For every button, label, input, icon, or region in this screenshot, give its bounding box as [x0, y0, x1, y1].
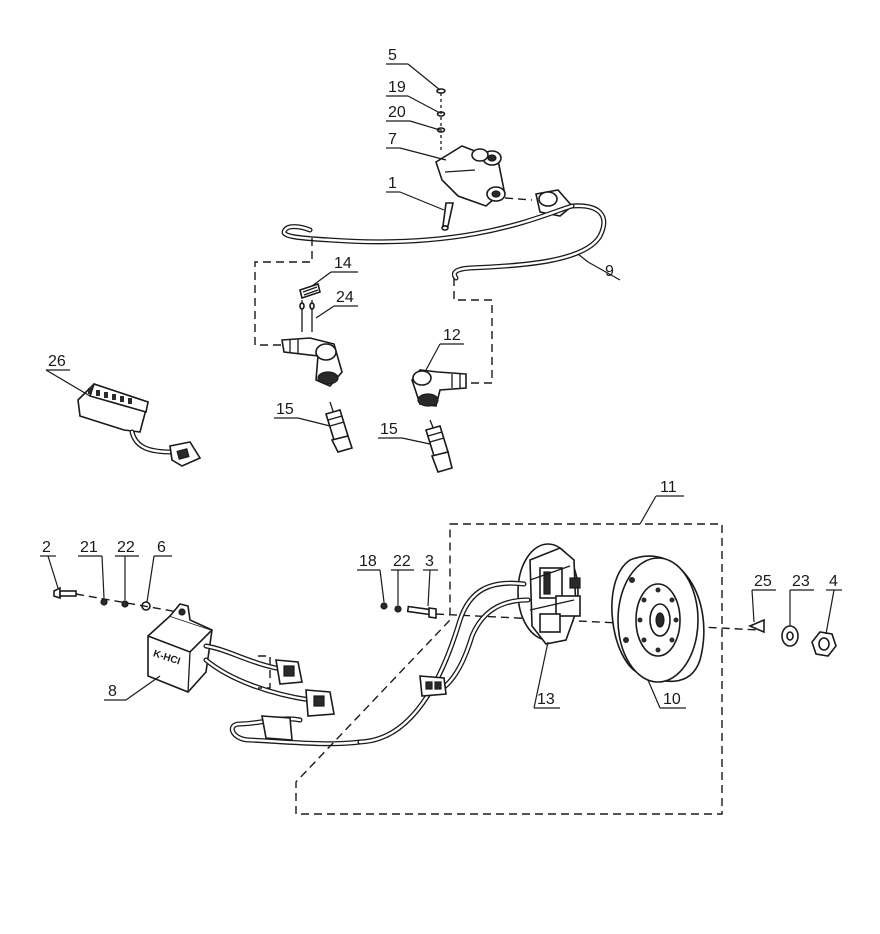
callout-2: 2 [42, 539, 51, 556]
callout-12: 12 [443, 327, 461, 344]
stator-flywheel-group-outline [295, 523, 723, 815]
callout-6: 6 [157, 539, 166, 556]
callout-24: 24 [336, 289, 354, 306]
callout-9: 9 [605, 263, 614, 280]
callout-15-left: 15 [276, 401, 294, 418]
callout-10: 10 [663, 691, 681, 708]
stator [517, 543, 581, 645]
callout-22-left: 22 [117, 539, 135, 556]
left-hardware [53, 586, 179, 613]
ignition-coil-assembly [281, 88, 607, 281]
spark-plug-right [424, 419, 453, 473]
callout-23: 23 [792, 573, 810, 590]
callout-18: 18 [359, 553, 377, 570]
callouts: 5 19 20 7 1 9 14 24 12 26 15 15 11 2 21 … [42, 47, 838, 708]
callout-13: 13 [537, 691, 555, 708]
spark-plug-left [324, 401, 354, 453]
leader-lines [40, 63, 842, 709]
callout-20: 20 [388, 104, 406, 121]
callout-14: 14 [334, 255, 352, 272]
spark-plug-cap-right [411, 369, 467, 407]
callout-15-right: 15 [380, 421, 398, 438]
callout-21: 21 [80, 539, 98, 556]
washer-5 [436, 88, 446, 94]
cdi-unit: K-HCI [147, 603, 363, 747]
callout-22-middle: 22 [393, 553, 411, 570]
woodruff-key [747, 618, 765, 634]
callout-4: 4 [829, 573, 838, 590]
middle-hardware [380, 602, 437, 619]
voltage-regulator [77, 382, 202, 467]
callout-26: 26 [48, 353, 66, 370]
callout-1: 1 [388, 175, 397, 192]
callout-7: 7 [388, 131, 397, 148]
stator-connector [419, 675, 447, 697]
callout-3: 3 [425, 553, 434, 570]
callout-19: 19 [388, 79, 406, 96]
callout-25: 25 [754, 573, 772, 590]
right-hardware [747, 618, 837, 657]
bolt-1 [442, 202, 454, 227]
callout-5: 5 [388, 47, 397, 64]
callout-8: 8 [108, 683, 117, 700]
flywheel [611, 555, 705, 683]
spark-plug-cap-left [281, 282, 343, 387]
callout-11: 11 [660, 479, 677, 496]
